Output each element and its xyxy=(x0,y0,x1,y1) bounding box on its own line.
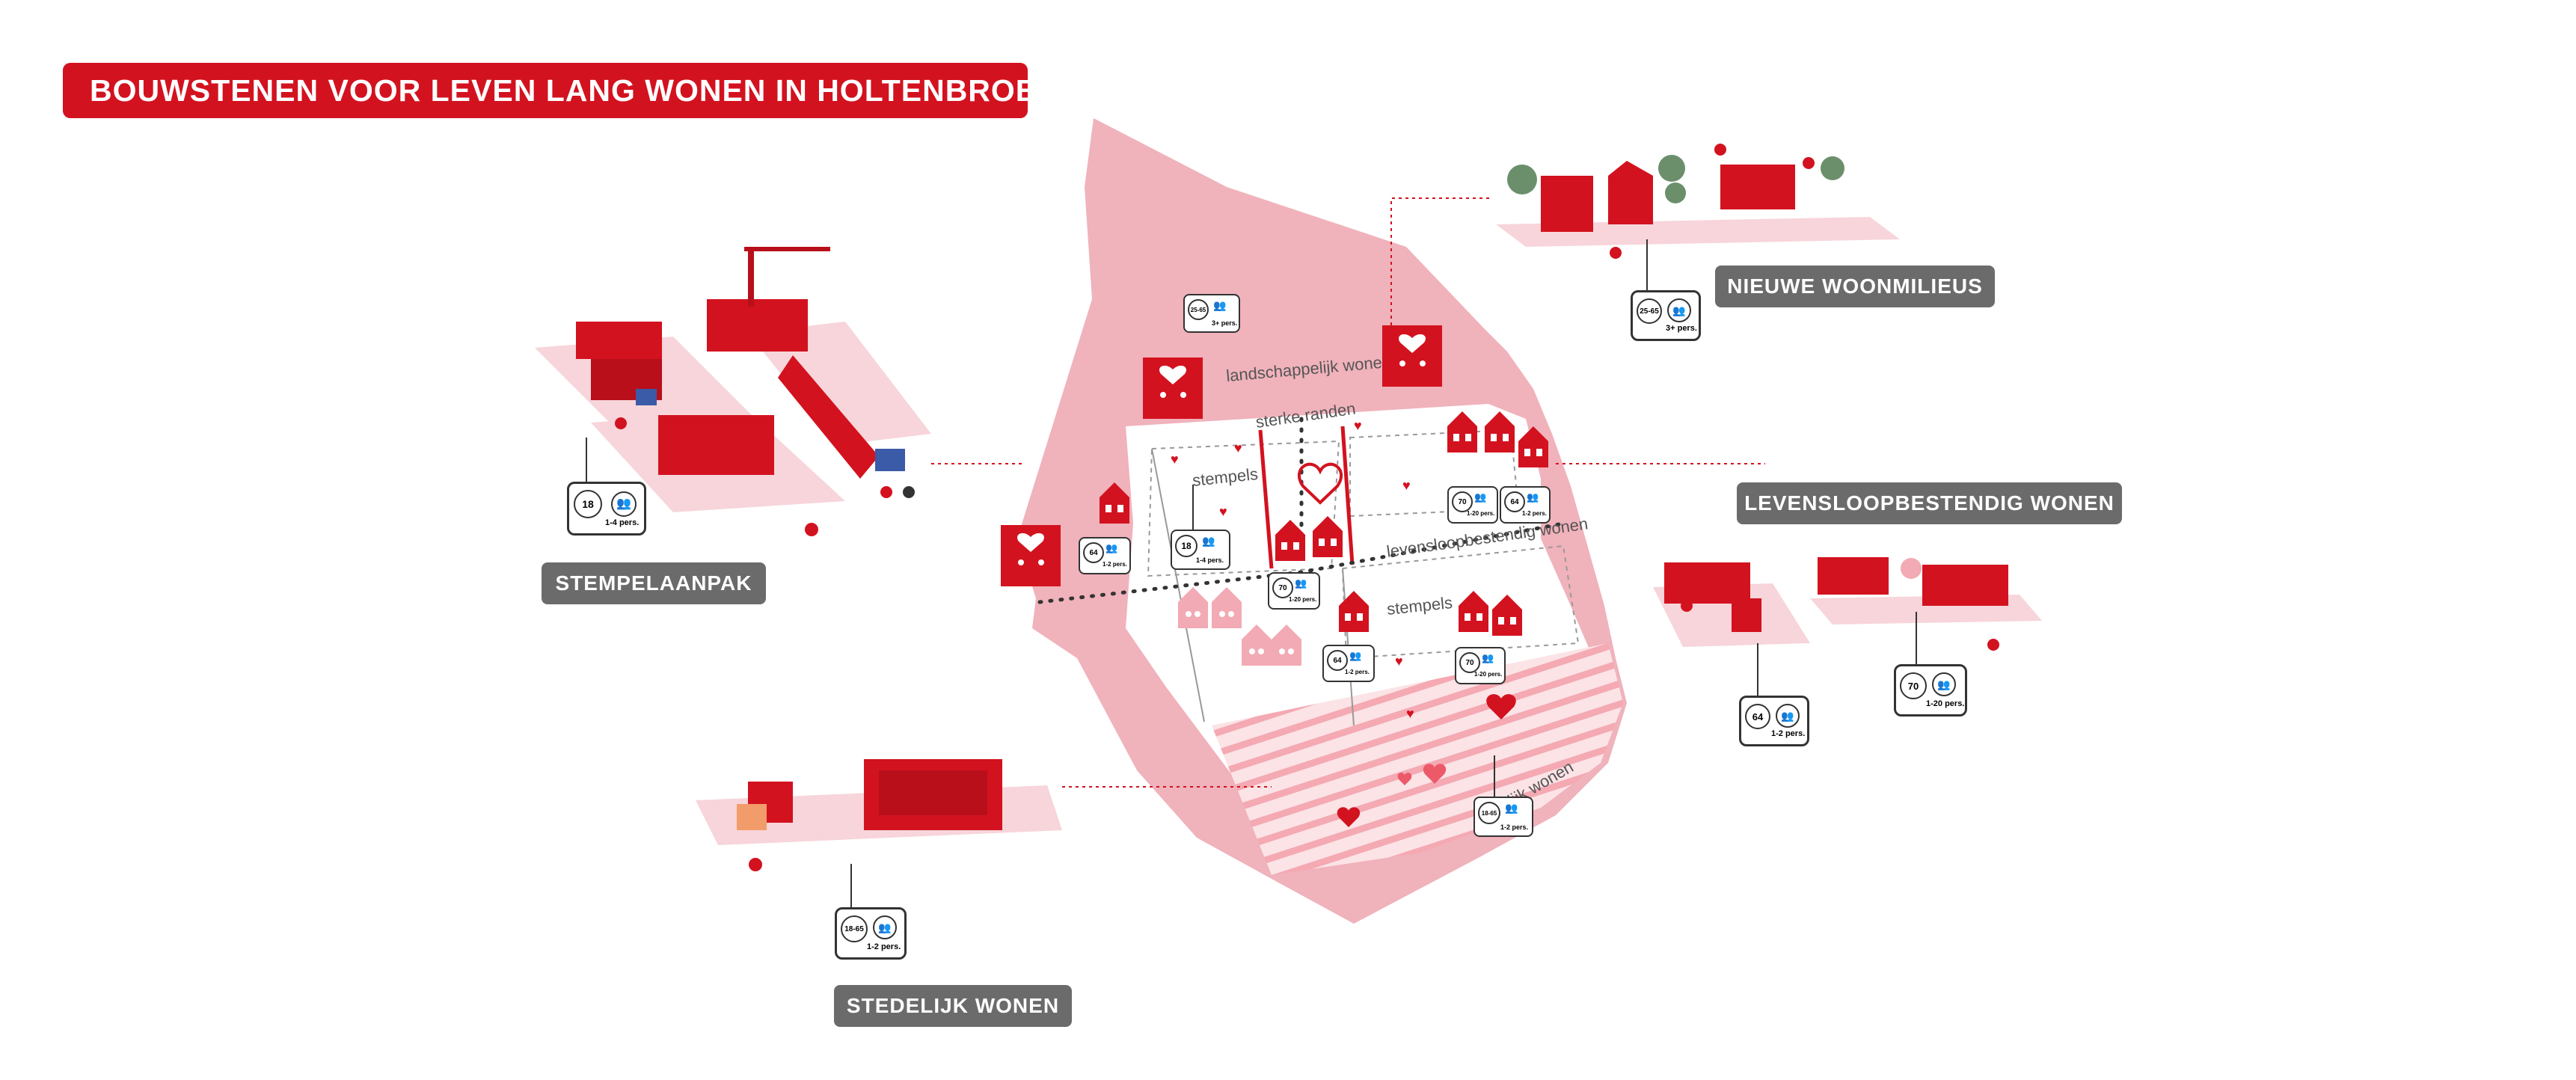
badge-persons: 1-2 pers. xyxy=(867,942,901,951)
map-badge-64-west: 64 👥 1-2 pers. xyxy=(1079,537,1131,574)
badge-stedelijk: 18-65 👥 1-2 pers. xyxy=(835,907,907,960)
badge-persons: 1-20 pers. xyxy=(1926,699,1965,708)
sterke-randen-lines xyxy=(1258,426,1355,569)
badge-persons: 1-2 pers. xyxy=(1771,729,1806,738)
svg-text:♥: ♥ xyxy=(1354,418,1362,433)
tag-levensloopbestendig-wonen: LEVENSLOOPBESTENDIG WONEN xyxy=(1737,482,2122,524)
badge-nieuwe: 25-65 👥 3+ pers. xyxy=(1631,290,1701,341)
map-badge-64-east: 64 👥 1-2 pers. xyxy=(1500,486,1551,524)
connector-lines xyxy=(931,197,1765,788)
svg-text:♥: ♥ xyxy=(1234,441,1242,455)
badge-age: 18-65 xyxy=(1478,802,1500,824)
map-badge-70-center: 70 👥 1-20 pers. xyxy=(1268,572,1320,610)
svg-text:♥: ♥ xyxy=(1219,504,1227,519)
persons-icon: 👥 xyxy=(1482,652,1494,663)
svg-text:♥: ♥ xyxy=(1395,654,1403,669)
badge-stempel: 18 👥 1-4 pers. xyxy=(567,482,646,536)
persons-icon: 👥 xyxy=(1349,650,1362,661)
badge-levensloop-1: 64 👥 1-2 pers. xyxy=(1739,696,1809,746)
heart-square-west xyxy=(1001,525,1061,586)
map-badge-70-east: 70 👥 1-20 pers. xyxy=(1447,486,1498,524)
persons-icon: 👥 xyxy=(1932,672,1956,696)
badge-age: 70 xyxy=(1900,672,1927,699)
badge-age: 25-65 xyxy=(1637,298,1662,324)
persons-icon: 👥 xyxy=(1505,802,1518,814)
persons-icon: 👥 xyxy=(1105,542,1118,553)
map-badge-stedelijk: 18-65 👥 1-2 pers. xyxy=(1473,797,1533,837)
heart-square-landschappelijk xyxy=(1143,358,1203,419)
badge-persons: 1-2 pers. xyxy=(1103,561,1127,568)
badge-age: 18-65 xyxy=(841,915,868,942)
tag-nieuwe-woonmilieus: NIEUWE WOONMILIEUS xyxy=(1715,266,1995,307)
badge-persons: 1-4 pers. xyxy=(1196,556,1224,564)
badge-persons: 1-4 pers. xyxy=(605,518,640,527)
map-hearts-stedelijk xyxy=(1337,694,1516,827)
nieuwe-woonmilieus-illustration xyxy=(1496,144,1900,259)
badge-age: 64 xyxy=(1745,704,1770,729)
persons-icon: 👥 xyxy=(1202,535,1215,547)
persons-icon: 👥 xyxy=(611,491,637,517)
badge-persons: 1-2 pers. xyxy=(1345,669,1370,675)
badge-age: 64 xyxy=(1327,650,1348,671)
badge-persons: 1-20 pers. xyxy=(1289,596,1317,603)
heart-square-noord xyxy=(1382,325,1442,387)
badge-levensloop-2: 70 👥 1-20 pers. xyxy=(1894,664,1967,717)
levensloop-illustration xyxy=(1653,557,2042,651)
badge-age: 18 xyxy=(574,490,602,518)
map-badge-stempel: 18 👥 1-4 pers. xyxy=(1171,530,1230,570)
map-badge-64-south: 64 👥 1-2 pers. xyxy=(1322,645,1375,682)
page-title: BOUWSTENEN VOOR LEVEN LANG WONEN IN HOLT… xyxy=(63,63,1059,118)
stempelaanpak-illustration xyxy=(535,247,931,536)
badge-persons: 1-20 pers. xyxy=(1474,671,1503,678)
svg-text:♥: ♥ xyxy=(1402,478,1411,493)
badge-age: 70 xyxy=(1452,491,1473,512)
badge-persons: 1-2 pers. xyxy=(1522,510,1547,517)
persons-icon: 👥 xyxy=(1213,299,1227,311)
svg-text:♥: ♥ xyxy=(1171,452,1179,467)
badge-age: 64 xyxy=(1504,491,1525,512)
persons-icon: 👥 xyxy=(1474,491,1487,503)
persons-icon: 👥 xyxy=(1776,704,1800,728)
badge-age: 18 xyxy=(1175,535,1197,557)
persons-icon: 👥 xyxy=(1295,577,1307,589)
map-small-hearts: ♥ ♥ ♥ ♥ ♥ ♥ ♥ xyxy=(1171,418,1414,721)
badge-persons: 3+ pers. xyxy=(1666,324,1697,333)
map-badge-70-south: 70 👥 1-20 pers. xyxy=(1455,647,1506,684)
persons-icon: 👥 xyxy=(1527,491,1539,503)
tag-stempelaanpak: STEMPELAANPAK xyxy=(542,562,766,604)
svg-text:♥: ♥ xyxy=(1406,706,1414,721)
map-badge-3pers: 25-65 👥 3+ pers. xyxy=(1183,294,1240,333)
badge-age: 64 xyxy=(1083,542,1104,563)
badge-persons: 1-20 pers. xyxy=(1467,510,1495,517)
badge-persons: 1-2 pers. xyxy=(1500,823,1529,831)
badge-age: 70 xyxy=(1459,652,1480,673)
stedelijk-illustration xyxy=(696,759,1062,871)
persons-icon: 👥 xyxy=(1667,298,1691,322)
badge-stems xyxy=(586,239,1917,911)
badge-persons: 3+ pers. xyxy=(1212,319,1238,327)
badge-age: 25-65 xyxy=(1188,299,1209,320)
persons-icon: 👥 xyxy=(873,915,897,939)
map-big-heart-sterke-randen xyxy=(1297,462,1343,505)
tag-stedelijk-wonen: STEDELIJK WONEN xyxy=(834,985,1072,1027)
badge-age: 70 xyxy=(1272,577,1293,598)
